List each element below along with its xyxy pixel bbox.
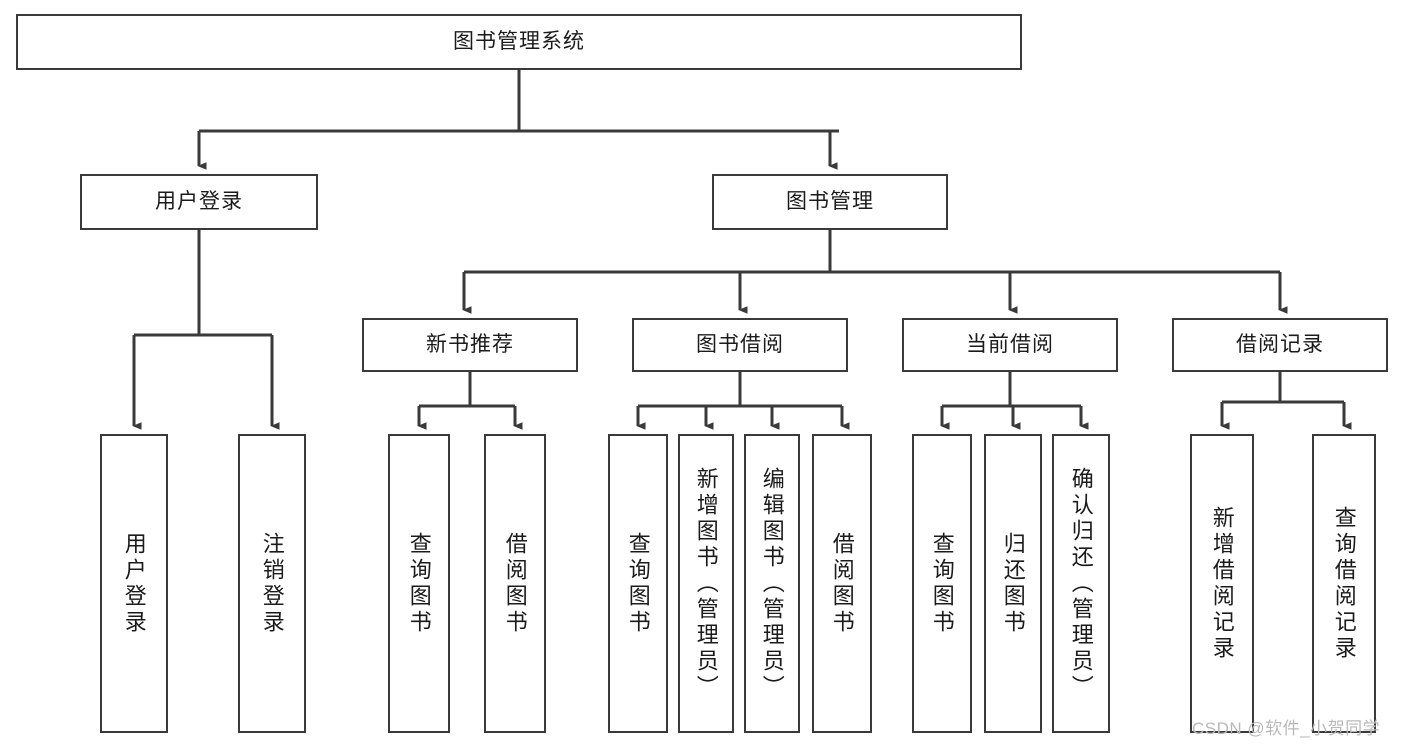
node-leaf-add-borrow-record-label: 新增借阅记录 <box>1209 506 1235 662</box>
node-leaf-return-book[interactable]: 归还图书 <box>984 434 1042 733</box>
node-book-borrow[interactable]: 图书借阅 <box>632 318 848 372</box>
node-root-label: 图书管理系统 <box>453 30 585 54</box>
node-new-book-rec-label: 新书推荐 <box>426 333 514 357</box>
node-leaf-query-borrow-record-label: 查询借阅记录 <box>1331 506 1357 662</box>
node-book-borrow-label: 图书借阅 <box>696 333 784 357</box>
node-leaf-edit-book-admin[interactable]: 编辑图书（管理员） <box>744 434 800 733</box>
node-borrow-record[interactable]: 借阅记录 <box>1172 318 1388 372</box>
node-current-borrow[interactable]: 当前借阅 <box>902 318 1118 372</box>
node-leaf-query-book-3[interactable]: 查询图书 <box>912 434 972 733</box>
node-leaf-confirm-return-admin[interactable]: 确认归还（管理员） <box>1052 434 1110 733</box>
node-leaf-borrow-book-1[interactable]: 借阅图书 <box>484 434 546 733</box>
node-leaf-user-login[interactable]: 用户登录 <box>100 434 168 733</box>
node-leaf-user-logout-label: 注销登录 <box>259 532 285 636</box>
node-leaf-borrow-book-2[interactable]: 借阅图书 <box>812 434 872 733</box>
node-leaf-add-book-admin[interactable]: 新增图书（管理员） <box>678 434 734 733</box>
node-leaf-return-book-label: 归还图书 <box>1000 532 1026 636</box>
node-user-login[interactable]: 用户登录 <box>80 174 318 230</box>
node-borrow-record-label: 借阅记录 <box>1236 333 1324 357</box>
node-leaf-confirm-return-admin-label: 确认归还（管理员） <box>1068 467 1094 701</box>
node-leaf-query-book-1-label: 查询图书 <box>406 532 432 636</box>
node-current-borrow-label: 当前借阅 <box>966 333 1054 357</box>
node-leaf-query-book-3-label: 查询图书 <box>929 532 955 636</box>
node-root[interactable]: 图书管理系统 <box>16 14 1022 70</box>
node-leaf-add-borrow-record[interactable]: 新增借阅记录 <box>1190 434 1254 733</box>
node-book-manage[interactable]: 图书管理 <box>712 174 948 230</box>
node-user-login-label: 用户登录 <box>155 190 243 214</box>
node-leaf-add-book-admin-label: 新增图书（管理员） <box>693 467 719 701</box>
node-leaf-user-login-label: 用户登录 <box>121 532 147 636</box>
node-leaf-borrow-book-1-label: 借阅图书 <box>502 532 528 636</box>
node-leaf-query-borrow-record[interactable]: 查询借阅记录 <box>1312 434 1376 733</box>
node-leaf-borrow-book-2-label: 借阅图书 <box>829 532 855 636</box>
node-leaf-query-book-2[interactable]: 查询图书 <box>608 434 668 733</box>
node-book-manage-label: 图书管理 <box>786 190 874 214</box>
node-leaf-query-book-2-label: 查询图书 <box>625 532 651 636</box>
node-new-book-rec[interactable]: 新书推荐 <box>362 318 578 372</box>
node-leaf-edit-book-admin-label: 编辑图书（管理员） <box>759 467 785 701</box>
node-leaf-user-logout[interactable]: 注销登录 <box>238 434 306 733</box>
node-leaf-query-book-1[interactable]: 查询图书 <box>388 434 450 733</box>
watermark-csdn: CSDN @软件_小贺同学 <box>1192 719 1381 738</box>
